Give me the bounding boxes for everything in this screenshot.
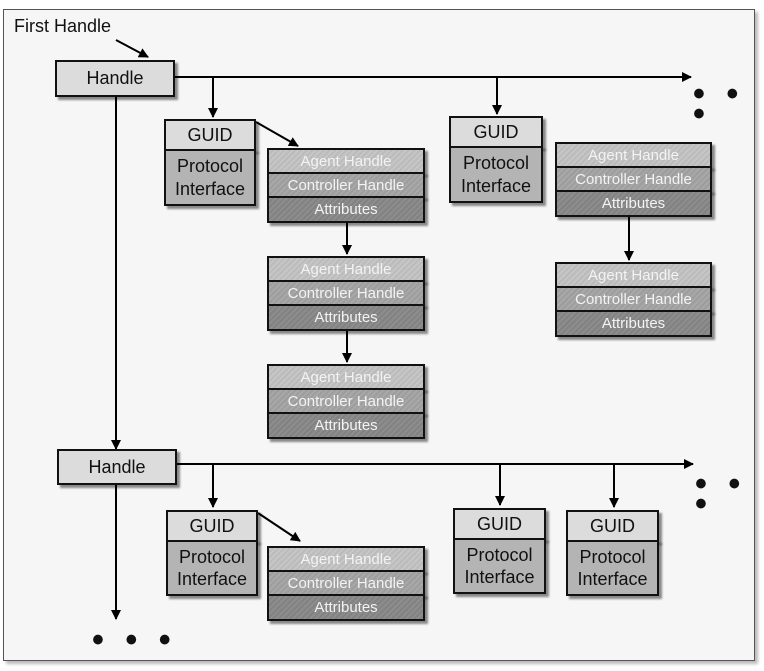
first-handle-label: First Handle bbox=[14, 16, 112, 36]
agent-handle-field: Agent Handle bbox=[555, 262, 712, 288]
guid-box: GUID bbox=[164, 119, 256, 151]
agent-handle-field: Agent Handle bbox=[267, 364, 425, 390]
controller-handle-field: Controller Handle bbox=[555, 286, 712, 312]
attributes-field: Attributes bbox=[267, 594, 425, 621]
continuation-dots: • • • bbox=[695, 465, 747, 523]
protocol-interface-box: Protocol Interface bbox=[449, 146, 543, 203]
protocol-interface-box: Protocol Interface bbox=[164, 149, 256, 206]
attributes-field: Attributes bbox=[267, 412, 425, 439]
controller-handle-field: Controller Handle bbox=[267, 570, 425, 596]
protocol-interface-box: Protocol Interface bbox=[166, 540, 258, 596]
agent-handle-field: Agent Handle bbox=[267, 546, 425, 572]
handle-box: Handle bbox=[55, 60, 175, 97]
controller-handle-field: Controller Handle bbox=[555, 166, 712, 192]
attributes-field: Attributes bbox=[555, 310, 712, 337]
controller-handle-field: Controller Handle bbox=[267, 172, 425, 198]
guid-box: GUID bbox=[166, 510, 258, 542]
guid-box: GUID bbox=[566, 510, 659, 542]
controller-handle-field: Controller Handle bbox=[267, 388, 425, 414]
protocol-interface-box: Protocol Interface bbox=[566, 540, 659, 596]
controller-handle-field: Controller Handle bbox=[267, 280, 425, 306]
first-handle-arrow bbox=[115, 39, 149, 58]
attributes-field: Attributes bbox=[267, 196, 425, 223]
attributes-field: Attributes bbox=[555, 190, 712, 217]
attributes-field: Attributes bbox=[267, 304, 425, 331]
agent-handle-field: Agent Handle bbox=[267, 256, 425, 282]
continuation-dots: • • • bbox=[693, 75, 745, 133]
guid-box: GUID bbox=[449, 116, 543, 148]
handle-box: Handle bbox=[57, 449, 177, 485]
agent-handle-field: Agent Handle bbox=[267, 148, 425, 174]
agent-handle-field: Agent Handle bbox=[555, 142, 712, 168]
protocol-interface-box: Protocol Interface bbox=[453, 538, 546, 594]
continuation-dots: • • • bbox=[92, 621, 177, 659]
guid-box: GUID bbox=[453, 508, 546, 540]
